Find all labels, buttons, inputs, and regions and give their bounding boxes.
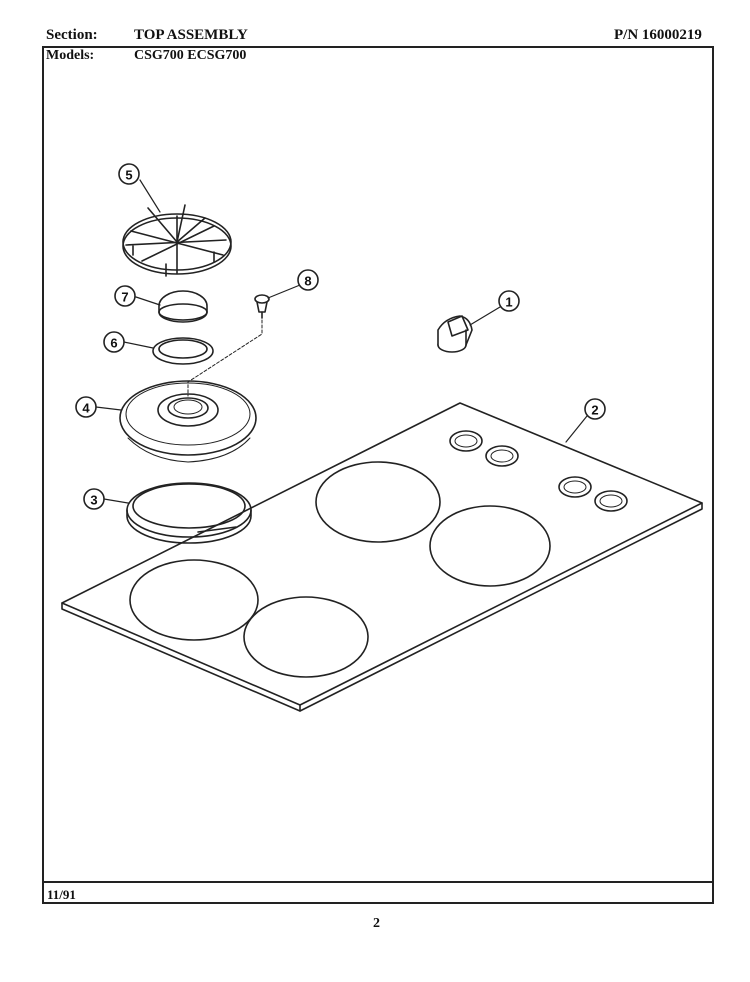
burner-ring	[152, 337, 214, 365]
callout-7-circle	[114, 285, 136, 307]
trim-ring	[126, 482, 252, 544]
control-knob	[437, 315, 473, 353]
diagram-frame	[42, 46, 714, 904]
callout-5-label: 5	[125, 168, 132, 183]
callout-6-label: 6	[110, 336, 117, 351]
burner-grate	[122, 204, 232, 277]
callout-2-label: 2	[591, 403, 598, 418]
callout-7-label: 7	[121, 290, 128, 305]
callout-4-circle	[75, 396, 97, 418]
callout-8-circle	[297, 269, 319, 291]
mounting-screw	[187, 294, 270, 397]
callout-2-circle	[584, 398, 606, 420]
models-label: Models:	[46, 48, 95, 63]
footer-rule	[42, 881, 714, 883]
callout-1-circle	[498, 290, 520, 312]
section-label: Section:	[46, 27, 98, 43]
callout-3-circle	[83, 488, 105, 510]
models-list: CSG700 ECSG700	[134, 48, 247, 63]
callout-3-label: 3	[90, 493, 97, 508]
cooktop-glass-top	[61, 402, 703, 712]
revision-date: 11/91	[47, 887, 76, 902]
burner-bowl	[119, 380, 257, 463]
part-number: P/N 16000219	[614, 27, 702, 43]
burner-cap	[158, 290, 208, 323]
section-title: TOP ASSEMBLY	[134, 27, 248, 43]
callout-4-label: 4	[82, 401, 90, 416]
callout-8-label: 8	[304, 274, 311, 289]
callout-5-circle	[118, 163, 140, 185]
callout-1-label: 1	[505, 295, 512, 310]
callout-6-circle	[103, 331, 125, 353]
page-number: 2	[373, 916, 380, 931]
